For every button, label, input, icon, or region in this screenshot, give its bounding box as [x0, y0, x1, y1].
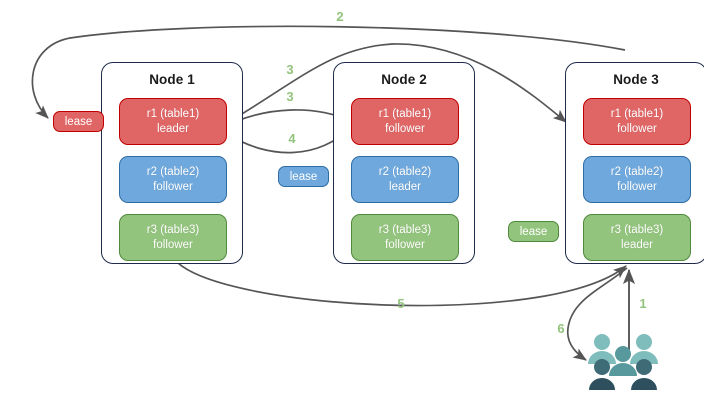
step-number: 6: [557, 321, 565, 336]
lease-badge-green[interactable]: lease: [508, 221, 559, 242]
replica-role: leader: [157, 122, 189, 135]
step-label-5: 5: [392, 296, 410, 311]
replica-r1[interactable]: r1 (table1) follower: [583, 98, 691, 145]
node-card-3[interactable]: Node 3 r1 (table1) follower r2 (table2) …: [565, 62, 704, 264]
replica-r3[interactable]: r3 (table3) follower: [119, 214, 227, 261]
replica-name: r2 (table2): [610, 166, 664, 178]
replica-name: r1 (table1): [146, 108, 200, 120]
replica-name: r1 (table1): [378, 108, 432, 120]
lease-badge-red[interactable]: lease: [53, 111, 104, 132]
step-label-2: 2: [331, 9, 349, 24]
step-number: 2: [336, 9, 344, 24]
replica-name: r3 (table3): [146, 224, 200, 236]
replica-r2[interactable]: r2 (table2) leader: [351, 156, 459, 203]
step-label-3b: 3: [281, 89, 299, 104]
step-number: 1: [639, 296, 647, 311]
node-title: Node 3: [613, 72, 659, 87]
users-group-icon: [588, 334, 658, 390]
step-number: 3: [286, 89, 294, 104]
replica-role: follower: [385, 122, 425, 135]
replica-r3[interactable]: r3 (table3) follower: [351, 214, 459, 261]
replica-r2[interactable]: r2 (table2) follower: [583, 156, 691, 203]
replica-role: follower: [617, 122, 657, 135]
replica-role: follower: [385, 238, 425, 251]
step-label-1: 1: [634, 296, 652, 311]
replica-role: follower: [153, 238, 193, 251]
replica-role: leader: [621, 238, 653, 251]
replica-name: r2 (table2): [146, 166, 200, 178]
node-title: Node 1: [149, 72, 195, 87]
replica-r3[interactable]: r3 (table3) leader: [583, 214, 691, 261]
replica-r1[interactable]: r1 (table1) follower: [351, 98, 459, 145]
replica-name: r1 (table1): [610, 108, 664, 120]
lease-label: lease: [519, 225, 548, 238]
replica-name: r2 (table2): [378, 166, 432, 178]
lease-label: lease: [289, 170, 318, 183]
replica-r2[interactable]: r2 (table2) follower: [119, 156, 227, 203]
step-number: 4: [288, 131, 296, 146]
lease-label: lease: [64, 115, 93, 128]
step-label-4: 4: [283, 131, 301, 146]
replica-name: r3 (table3): [378, 224, 432, 236]
step-number: 5: [397, 296, 405, 311]
lease-badge-blue[interactable]: lease: [278, 166, 329, 187]
node-card-1[interactable]: Node 1 r1 (table1) leader r2 (table2) fo…: [101, 62, 243, 264]
step-label-3a: 3: [281, 62, 299, 77]
replica-role: leader: [389, 180, 421, 193]
step-label-6: 6: [552, 321, 570, 336]
node-card-2[interactable]: Node 2 r1 (table1) follower r2 (table2) …: [333, 62, 475, 264]
step-number: 3: [286, 62, 294, 77]
node-title: Node 2: [381, 72, 427, 87]
replica-name: r3 (table3): [610, 224, 664, 236]
replica-r1[interactable]: r1 (table1) leader: [119, 98, 227, 145]
replica-role: follower: [617, 180, 657, 193]
replica-role: follower: [153, 180, 193, 193]
